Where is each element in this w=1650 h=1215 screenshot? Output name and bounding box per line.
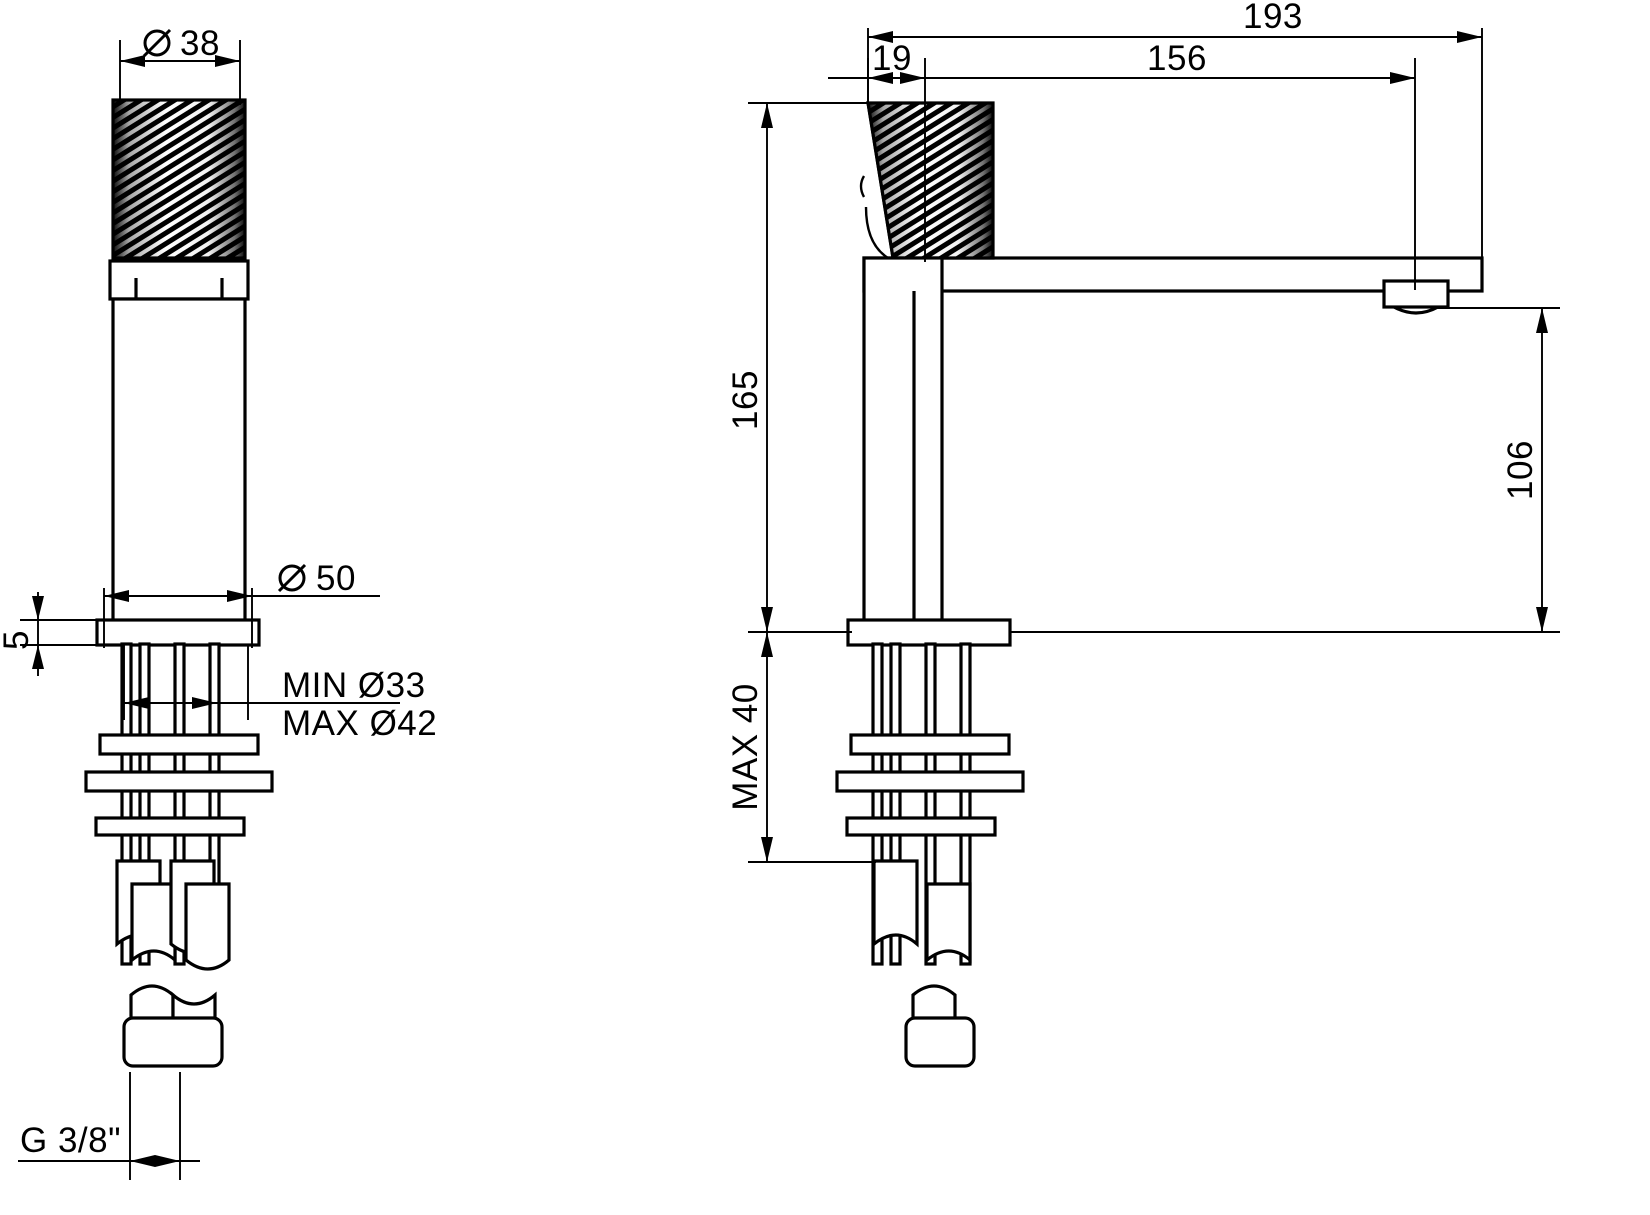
dimension-hole-range: MIN Ø33 MAX Ø42: [123, 645, 437, 743]
dimension-h5-label: 5: [0, 630, 36, 650]
dimension-w193-label: 193: [1243, 0, 1303, 36]
dimension-d38: 38: [119, 24, 241, 105]
dimension-min-d33-label: MIN Ø33: [282, 666, 426, 705]
mounting-rods-front: [120, 642, 221, 966]
connector-nut-side: [904, 984, 976, 1068]
mounting-rods-side: [871, 642, 972, 966]
dimension-g38: G 3/8": [18, 1072, 200, 1180]
dimension-max-d42-label: MAX Ø42: [282, 704, 437, 743]
mounting-plates-front: [84, 733, 274, 837]
dimension-w156: 156: [925, 39, 1416, 290]
aerator-side: [1382, 279, 1450, 315]
hose-stubs-side: [872, 859, 972, 964]
dimension-h106-label: 106: [1501, 440, 1540, 500]
dimension-w193: 193: [867, 0, 1483, 262]
connector-nut-front: [122, 984, 224, 1068]
body-column-side: [862, 256, 944, 625]
handle-knob-side: [859, 101, 995, 260]
side-view-group: 193 19 156 165: [726, 0, 1560, 1068]
dimension-w19-label: 19: [872, 39, 912, 78]
dimension-d50: 50: [103, 559, 380, 648]
dimension-h165: 165: [726, 102, 872, 633]
dimension-max40-label: MAX 40: [726, 683, 765, 811]
front-view-group: 38 50 5 MIN Ø33: [0, 24, 437, 1180]
hose-stubs-front: [115, 859, 231, 971]
dimension-d50-label: 50: [316, 559, 356, 598]
dimension-h5: 5: [0, 592, 100, 676]
dimension-g38-label: G 3/8": [20, 1121, 121, 1160]
dimension-d38-label: 38: [180, 24, 220, 63]
handle-knob-front: [111, 98, 247, 260]
deck-flange-side: [846, 618, 1012, 647]
dimension-w156-label: 156: [1147, 39, 1207, 78]
mounting-plates-side: [835, 733, 1025, 837]
dimension-max40: MAX 40: [726, 631, 876, 863]
dimension-w19: 19: [828, 39, 926, 262]
body-column-front: [111, 297, 247, 625]
dimension-h165-label: 165: [726, 370, 765, 430]
deck-flange-front: [95, 618, 261, 647]
dimension-h106: 106: [1010, 307, 1560, 633]
